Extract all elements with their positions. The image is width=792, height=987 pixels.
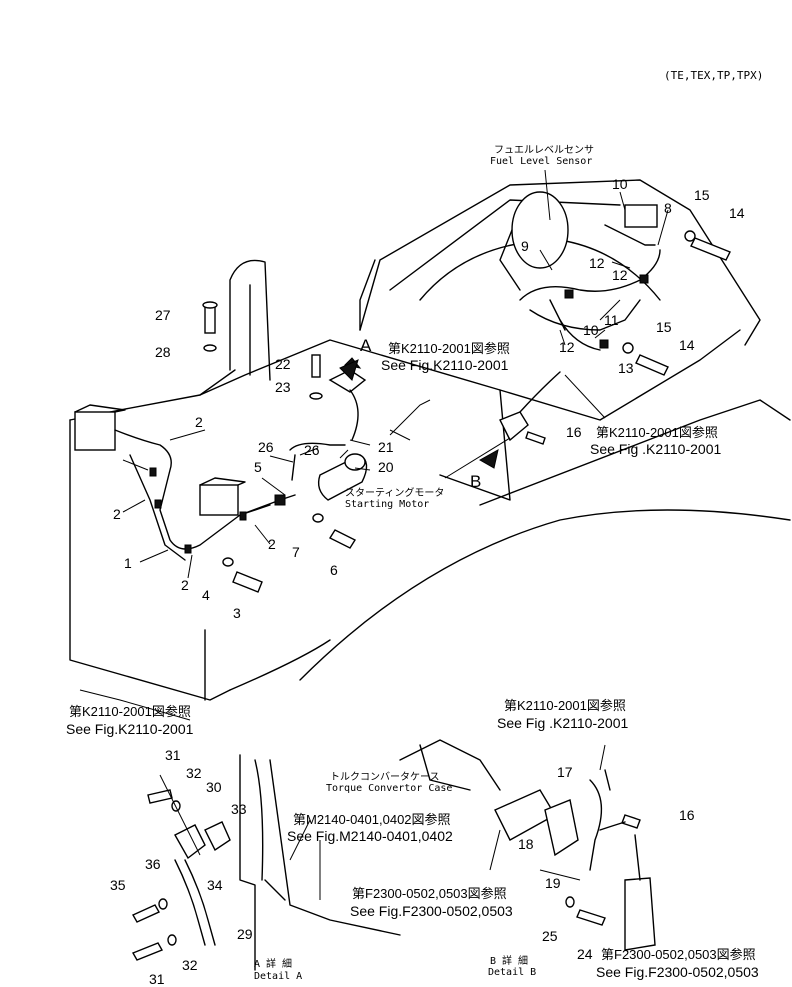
reference-k2110-d: See Fig .K2110-2001 xyxy=(497,715,629,731)
part-number-31: 31 xyxy=(165,747,181,763)
detail-a-title: Detail A xyxy=(254,971,303,982)
reference-f2300-a-jp: 第F2300-0502,0503図参照 xyxy=(352,886,507,901)
reference-k2110-c-jp: 第K2110-2001図参照 xyxy=(69,704,191,719)
view-arrows xyxy=(339,359,499,469)
part-number-2: 2 xyxy=(195,414,203,430)
connector-block-b xyxy=(499,371,561,445)
reference-k2110-b: See Fig .K2110-2001 xyxy=(590,441,722,457)
part-number-6: 6 xyxy=(330,562,338,578)
part-number-20: 20 xyxy=(378,459,394,475)
part-number-30: 30 xyxy=(206,779,222,795)
part-number-35: 35 xyxy=(110,877,126,893)
part-number-22: 22 xyxy=(275,356,291,372)
part-number-5: 5 xyxy=(254,459,262,475)
fuel-level-sensor-label: Fuel Level Sensor xyxy=(490,156,593,167)
fuel-tank-cylinder xyxy=(499,191,569,291)
part-number-29: 29 xyxy=(237,926,253,942)
reference-f2300-b-jp: 第F2300-0502,0503図参照 xyxy=(601,947,756,962)
part-number-10: 10 xyxy=(583,322,599,338)
part-number-1: 1 xyxy=(124,555,132,571)
part-number-16: 16 xyxy=(566,424,582,440)
part-number-16: 16 xyxy=(679,807,695,823)
reference-k2110-d-jp: 第K2110-2001図参照 xyxy=(504,698,626,713)
part-number-26: 26 xyxy=(258,439,274,455)
part-number-21: 21 xyxy=(378,439,394,455)
torque-convertor-case-label: Torque Convertor Case xyxy=(326,783,453,794)
part-number-4: 4 xyxy=(202,587,210,603)
part-number-2: 2 xyxy=(268,536,276,552)
part-number-12: 12 xyxy=(612,267,628,283)
part-number-2: 2 xyxy=(113,506,121,522)
reference-f2300-a: See Fig.F2300-0502,0503 xyxy=(350,903,513,919)
part-number-9: 9 xyxy=(521,238,529,254)
wiring-harness-left xyxy=(114,429,296,561)
starting-motor-label-jp: スターティングモータ xyxy=(345,488,445,499)
part-number-31: 31 xyxy=(149,971,165,987)
part-number-11: 11 xyxy=(604,312,619,328)
reference-k2110-c: See Fig.K2110-2001 xyxy=(66,721,194,737)
part-number-18: 18 xyxy=(518,836,534,852)
part-number-23: 23 xyxy=(275,379,291,395)
part-number-25: 25 xyxy=(542,928,558,944)
part-number-28: 28 xyxy=(155,344,171,360)
part-number-36: 36 xyxy=(145,856,161,872)
part-number-14: 14 xyxy=(679,337,695,353)
view-b-marker: B xyxy=(470,472,482,491)
part-number-7: 7 xyxy=(292,544,300,560)
part-number-24: 24 xyxy=(577,946,593,962)
reference-m2140-jp: 第M2140-0401,0402図参照 xyxy=(293,812,451,827)
detail-b-title: Detail B xyxy=(488,967,537,978)
wiring-harness-right xyxy=(519,204,731,376)
part-number-14: 14 xyxy=(729,205,745,221)
reference-k2110-a: See Fig.K2110-2001 xyxy=(381,357,509,373)
part-number-19: 19 xyxy=(545,875,561,891)
reference-m2140: See Fig.M2140-0401,0402 xyxy=(287,828,453,844)
bolts-left xyxy=(202,301,357,593)
model-applicability-note: (TE,TEX,TP,TPX) xyxy=(664,69,764,82)
starting-motor-label: Starting Motor xyxy=(345,499,430,510)
reference-f2300-b: See Fig.F2300-0502,0503 xyxy=(596,964,759,980)
reference-k2110-b-jp: 第K2110-2001図参照 xyxy=(596,425,718,440)
reference-k2110-a-jp: 第K2110-2001図参照 xyxy=(388,341,510,356)
part-number-2: 2 xyxy=(181,577,189,593)
part-number-34: 34 xyxy=(207,877,223,893)
detail-b-drawing xyxy=(399,739,656,951)
part-number-15: 15 xyxy=(656,319,672,335)
fuel-level-sensor-label-jp: フュエルレベルセンサ xyxy=(494,145,594,156)
part-number-17: 17 xyxy=(557,764,573,780)
part-number-26: 26 xyxy=(304,442,320,458)
part-number-3: 3 xyxy=(233,605,241,621)
detail-a-drawing xyxy=(131,754,401,971)
part-number-27: 27 xyxy=(155,307,171,323)
part-number-12: 12 xyxy=(559,339,575,355)
machine-body-outline xyxy=(69,179,791,701)
view-a-marker: A xyxy=(360,336,372,355)
part-number-10: 10 xyxy=(612,176,628,192)
part-number-13: 13 xyxy=(618,360,634,376)
detail-b-title-jp: B 詳 細 xyxy=(490,956,529,967)
part-number-32: 32 xyxy=(186,765,202,781)
relay-box-left xyxy=(74,404,246,516)
part-number-33: 33 xyxy=(231,801,247,817)
torque-convertor-case-label-jp: トルクコンバータケース xyxy=(330,772,440,783)
starting-motor xyxy=(289,442,368,501)
part-number-15: 15 xyxy=(694,187,710,203)
leader-lines xyxy=(79,169,669,721)
part-number-12: 12 xyxy=(589,255,605,271)
detail-a-title-jp: A 詳 細 xyxy=(254,959,293,970)
part-number-32: 32 xyxy=(182,957,198,973)
part-number-8: 8 xyxy=(664,200,672,216)
